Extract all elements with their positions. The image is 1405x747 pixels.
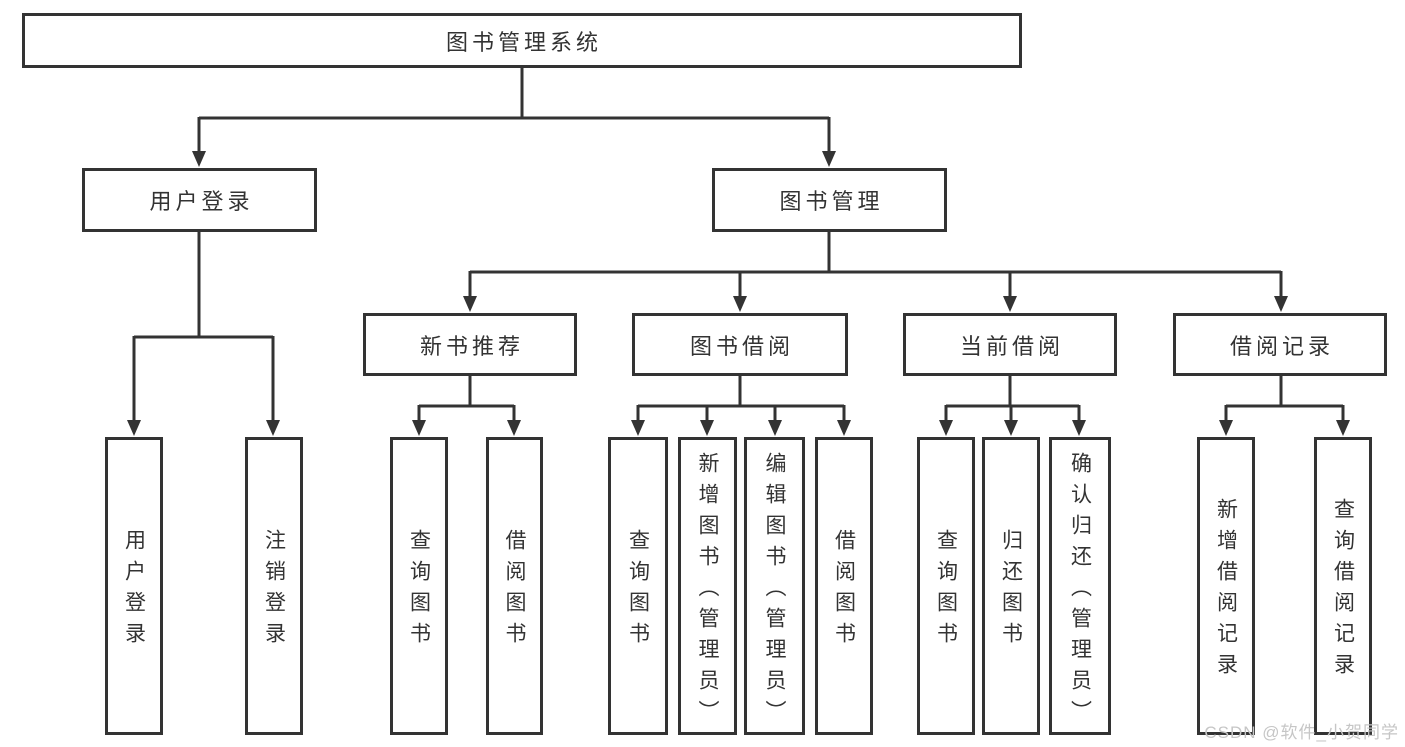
leaf-add-books-admin: 新增图书（管理员） [678, 437, 737, 735]
leaf-query-books-borrow-label: 查询图书 [626, 529, 650, 653]
node-current-borrow-label: 当前借阅 [959, 333, 1064, 359]
leaf-add-borrow-record: 新增借阅记录 [1197, 437, 1255, 735]
node-current-borrow: 当前借阅 [903, 313, 1117, 376]
csdn-watermark: CSDN @软件_小贺同学 [1204, 723, 1399, 742]
leaf-user-login: 用户登录 [105, 437, 163, 735]
arrowheads [127, 151, 1350, 436]
leaf-borrow-books-recommend: 借阅图书 [486, 437, 543, 735]
leaf-query-books-current-label: 查询图书 [934, 529, 958, 653]
node-borrow-records-label: 借阅记录 [1229, 333, 1334, 359]
leaf-borrow-books-recommend-label: 借阅图书 [503, 529, 526, 653]
leaf-borrow-books-label: 借阅图书 [832, 529, 856, 653]
leaf-logout: 注销登录 [245, 437, 303, 735]
leaf-query-books-recommend-label: 查询图书 [407, 529, 431, 653]
leaf-query-books-borrow: 查询图书 [608, 437, 668, 735]
leaf-return-books-label: 归还图书 [999, 529, 1023, 653]
leaf-query-books-recommend: 查询图书 [390, 437, 448, 735]
node-borrow-records: 借阅记录 [1173, 313, 1387, 376]
leaf-edit-books-admin: 编辑图书（管理员） [744, 437, 805, 735]
node-book-borrow-label: 图书借阅 [689, 333, 794, 359]
node-user-login: 用户登录 [82, 168, 317, 232]
leaf-query-borrow-record-label: 查询借阅记录 [1331, 498, 1355, 684]
leaf-query-books-current: 查询图书 [917, 437, 975, 735]
leaf-add-books-admin-label: 新增图书（管理员） [696, 451, 719, 731]
node-book-management-label: 图书管理 [779, 189, 884, 214]
leaf-borrow-books: 借阅图书 [815, 437, 873, 735]
leaf-logout-label: 注销登录 [262, 529, 286, 653]
leaf-confirm-return-admin-label: 确认归还（管理员） [1068, 451, 1092, 731]
node-new-book-recommend: 新书推荐 [363, 313, 577, 376]
leaf-edit-books-admin-label: 编辑图书（管理员） [763, 451, 786, 731]
node-new-book-recommend-label: 新书推荐 [419, 333, 524, 359]
leaf-add-borrow-record-label: 新增借阅记录 [1214, 498, 1238, 684]
leaf-confirm-return-admin: 确认归还（管理员） [1049, 437, 1111, 735]
node-book-borrow: 图书借阅 [632, 313, 848, 376]
node-user-login-label: 用户登录 [149, 189, 254, 214]
node-book-management: 图书管理 [712, 168, 947, 232]
leaf-user-login-label: 用户登录 [122, 529, 146, 653]
node-library-system: 图书管理系统 [22, 13, 1022, 68]
connector-shafts [132, 68, 1345, 422]
node-library-system-label: 图书管理系统 [445, 29, 602, 55]
leaf-query-borrow-record: 查询借阅记录 [1314, 437, 1372, 735]
leaf-return-books: 归还图书 [982, 437, 1040, 735]
